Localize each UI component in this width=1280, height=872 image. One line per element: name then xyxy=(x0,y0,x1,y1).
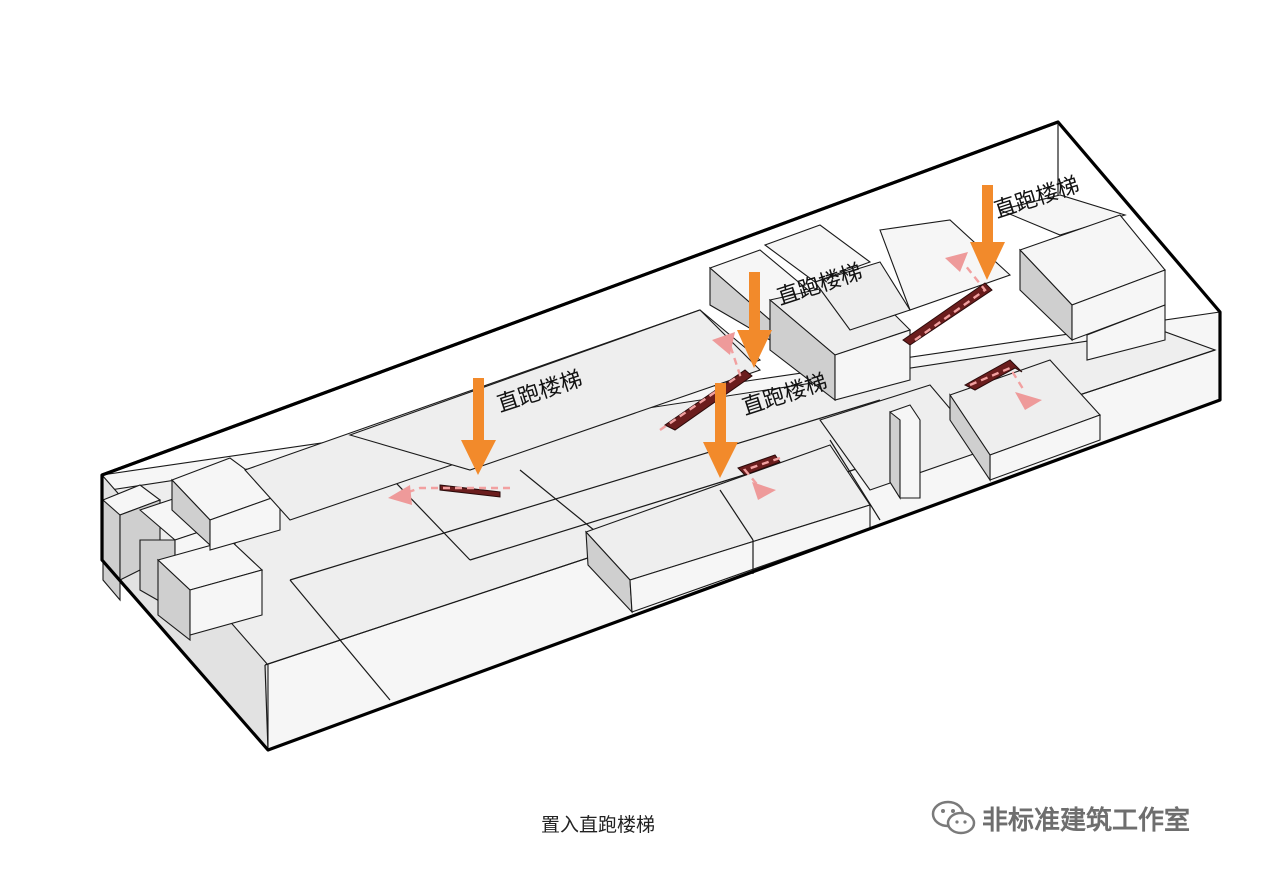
caption: 置入直跑楼梯 xyxy=(541,814,656,836)
orange-down-arrow-icon xyxy=(737,272,772,368)
right-lower-plates xyxy=(819,359,1101,500)
orange-down-arrow-icon xyxy=(461,378,496,475)
dashed-pink-arrow-icon xyxy=(752,482,776,500)
dashed-pink-arrow-icon xyxy=(712,332,735,355)
right-block-stack xyxy=(998,194,1166,361)
orange-down-arrow-icon xyxy=(703,383,738,478)
dashed-pink-arrow-icon xyxy=(945,252,968,272)
wechat-icon xyxy=(931,800,976,835)
stair-4 xyxy=(737,454,781,476)
upper-middle-boxes xyxy=(708,219,1012,402)
central-plate xyxy=(244,309,762,521)
watermark-text: 非标准建筑工作室 xyxy=(982,805,1191,836)
front-long-box xyxy=(585,444,871,614)
circulation-paths xyxy=(388,252,1042,505)
orange-down-arrow-icon xyxy=(970,185,1005,280)
dashed-pink-arrow-icon xyxy=(388,485,412,505)
watermark: 非标准建筑工作室 xyxy=(930,798,1190,838)
entry-arrows xyxy=(461,185,1005,478)
stair-3 xyxy=(902,282,993,346)
dashed-pink-arrow-icon xyxy=(1015,392,1042,410)
